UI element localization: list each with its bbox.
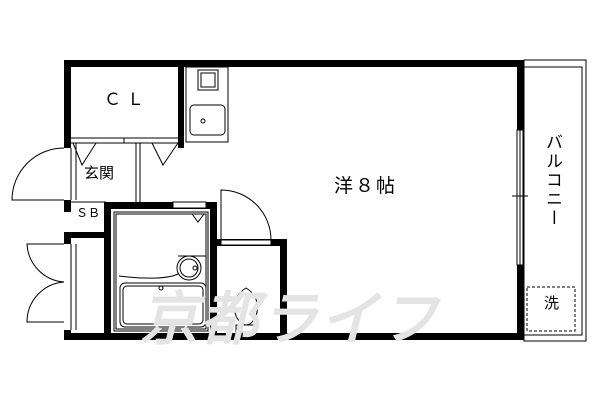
balcony-label: バルコニー	[542, 133, 562, 228]
balcony-outline	[523, 59, 587, 342]
shoe-box-label: ＳＢ	[76, 206, 101, 220]
closet-label: ＣＬ	[104, 90, 150, 110]
watermark: 京都ライフ	[140, 285, 441, 353]
entrance-label: 玄関	[84, 164, 115, 182]
balcony-window	[512, 129, 528, 266]
closet	[178, 60, 184, 148]
main-room-label: 洋８帖	[334, 175, 398, 197]
washer-label: 洗	[544, 294, 560, 312]
